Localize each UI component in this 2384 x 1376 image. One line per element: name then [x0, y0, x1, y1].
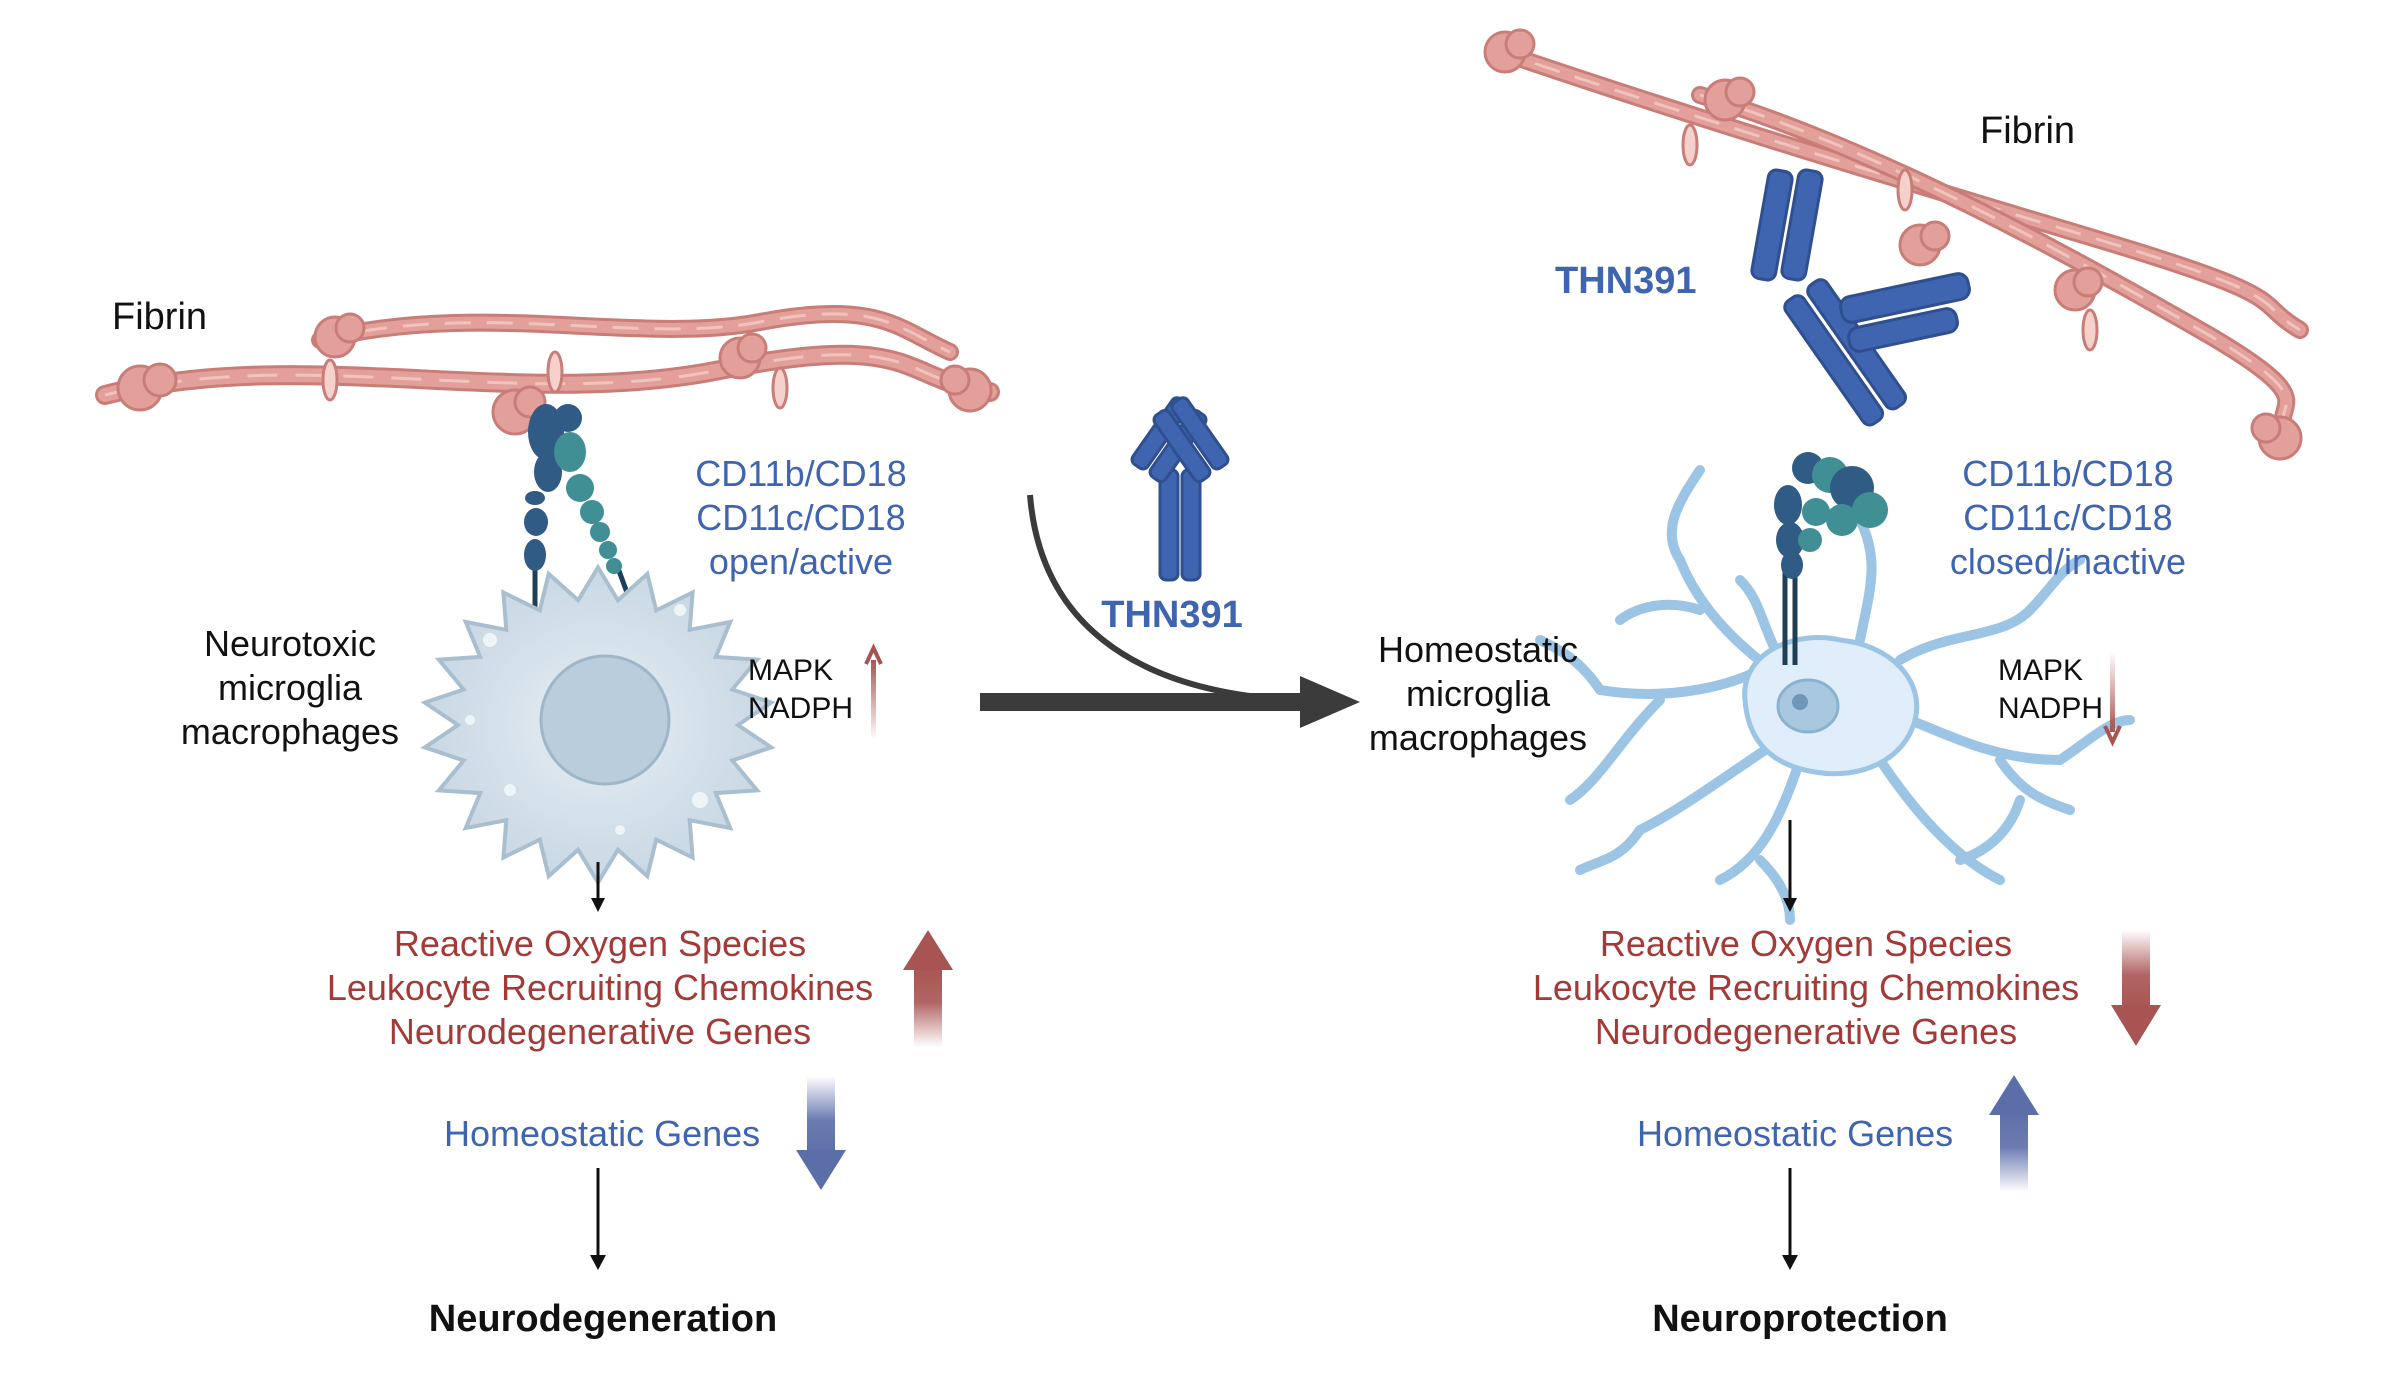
- fibrin-strand-left-a: [95, 344, 1000, 405]
- receptor-state-right: CD11b/CD18 CD11c/CD18 closed/inactive: [1950, 452, 2186, 584]
- flow-arrow-right-1: [1783, 820, 1797, 912]
- effect-line-1: Reactive Oxygen Species: [1599, 923, 2013, 964]
- receptor-line-3: open/active: [708, 541, 894, 582]
- effects-up-arrow-left: [903, 930, 953, 1047]
- homeostatic-genes-left: Homeostatic Genes: [444, 1113, 761, 1154]
- antibody-right: [1750, 168, 1971, 427]
- fibrin-label-left: Fibrin: [112, 296, 208, 338]
- fibrin-strand-left-b: [311, 304, 959, 361]
- receptor-state-left: CD11b/CD18 CD11c/CD18 open/active: [695, 452, 906, 584]
- receptor-line-2: CD11c/CD18: [1963, 497, 2173, 538]
- receptor-line-2: CD11c/CD18: [696, 497, 906, 538]
- homeostatic-genes-right: Homeostatic Genes: [1637, 1113, 1954, 1154]
- effects-list-right: Reactive Oxygen Species Leukocyte Recrui…: [1533, 922, 2079, 1054]
- signal-down-arrow-right: [2103, 652, 2122, 747]
- flow-arrow-left-2: [590, 1168, 606, 1270]
- flow-arrow-left-1: [591, 862, 605, 912]
- fibrin-strand-right-b: [1691, 86, 2299, 449]
- cell-label-line-1: Homeostatic: [1377, 629, 1579, 670]
- cell-label-line-2: microglia: [1405, 673, 1551, 714]
- homeostatic-microglia: [1535, 465, 2135, 925]
- receptor-line-1: CD11b/CD18: [695, 453, 907, 494]
- fibrin-strand-right-a: [1486, 41, 2309, 339]
- receptor-line-1: CD11b/CD18: [1962, 453, 2174, 494]
- integrin-right: [1774, 452, 1888, 665]
- homeostatic-up-arrow-right: [1989, 1075, 2039, 1192]
- fibrin-label-right: Fibrin: [1980, 110, 2076, 152]
- outcome-left: Neurodegeneration: [428, 1298, 778, 1340]
- neurotoxic-cell-nucleus: [539, 654, 671, 786]
- neurotoxic-cell: [420, 563, 776, 887]
- center-transition-arrow: [980, 494, 1360, 728]
- cell-label-line-3: macrophages: [180, 711, 400, 752]
- signal-label-left: MAPK NADPH: [748, 652, 853, 728]
- effect-line-3: Neurodegenerative Genes: [388, 1011, 812, 1052]
- effects-down-arrow-right: [2111, 930, 2161, 1046]
- fibrin-knots-right: [1483, 28, 2303, 461]
- outcome-right: Neuroprotection: [1652, 1298, 1948, 1340]
- cell-label-line-2: microglia: [217, 667, 363, 708]
- antibody-center: [1130, 396, 1230, 582]
- cell-label-line-3: macrophages: [1368, 717, 1588, 758]
- antibody-label-center: THN391: [1101, 594, 1243, 636]
- flow-arrow-right-2: [1782, 1168, 1798, 1270]
- homeostatic-down-arrow-left: [796, 1076, 846, 1190]
- cell-label-left: Neurotoxic microglia macrophages: [181, 622, 399, 754]
- signal-up-arrow-left: [864, 643, 883, 740]
- effect-line-3: Neurodegenerative Genes: [1594, 1011, 2018, 1052]
- cell-label-right: Homeostatic microglia macrophages: [1369, 628, 1587, 760]
- effect-line-1: Reactive Oxygen Species: [393, 923, 807, 964]
- effect-line-2: Leukocyte Recruiting Chemokines: [326, 967, 874, 1008]
- homeostatic-microglia-body: [1742, 635, 1920, 777]
- effects-list-left: Reactive Oxygen Species Leukocyte Recrui…: [327, 922, 873, 1054]
- cell-label-line-1: Neurotoxic: [203, 623, 377, 664]
- signal-line-2: NADPH: [1998, 692, 2104, 725]
- effect-line-2: Leukocyte Recruiting Chemokines: [1532, 967, 2080, 1008]
- signal-label-right: MAPK NADPH: [1998, 652, 2103, 728]
- signal-line-1: MAPK: [1998, 654, 2084, 687]
- signal-line-1: MAPK: [748, 654, 834, 687]
- signal-line-2: NADPH: [748, 692, 854, 725]
- receptor-line-3: closed/inactive: [1949, 541, 2187, 582]
- fibrin-knots-left: [116, 312, 993, 436]
- antibody-label-right: THN391: [1555, 260, 1697, 302]
